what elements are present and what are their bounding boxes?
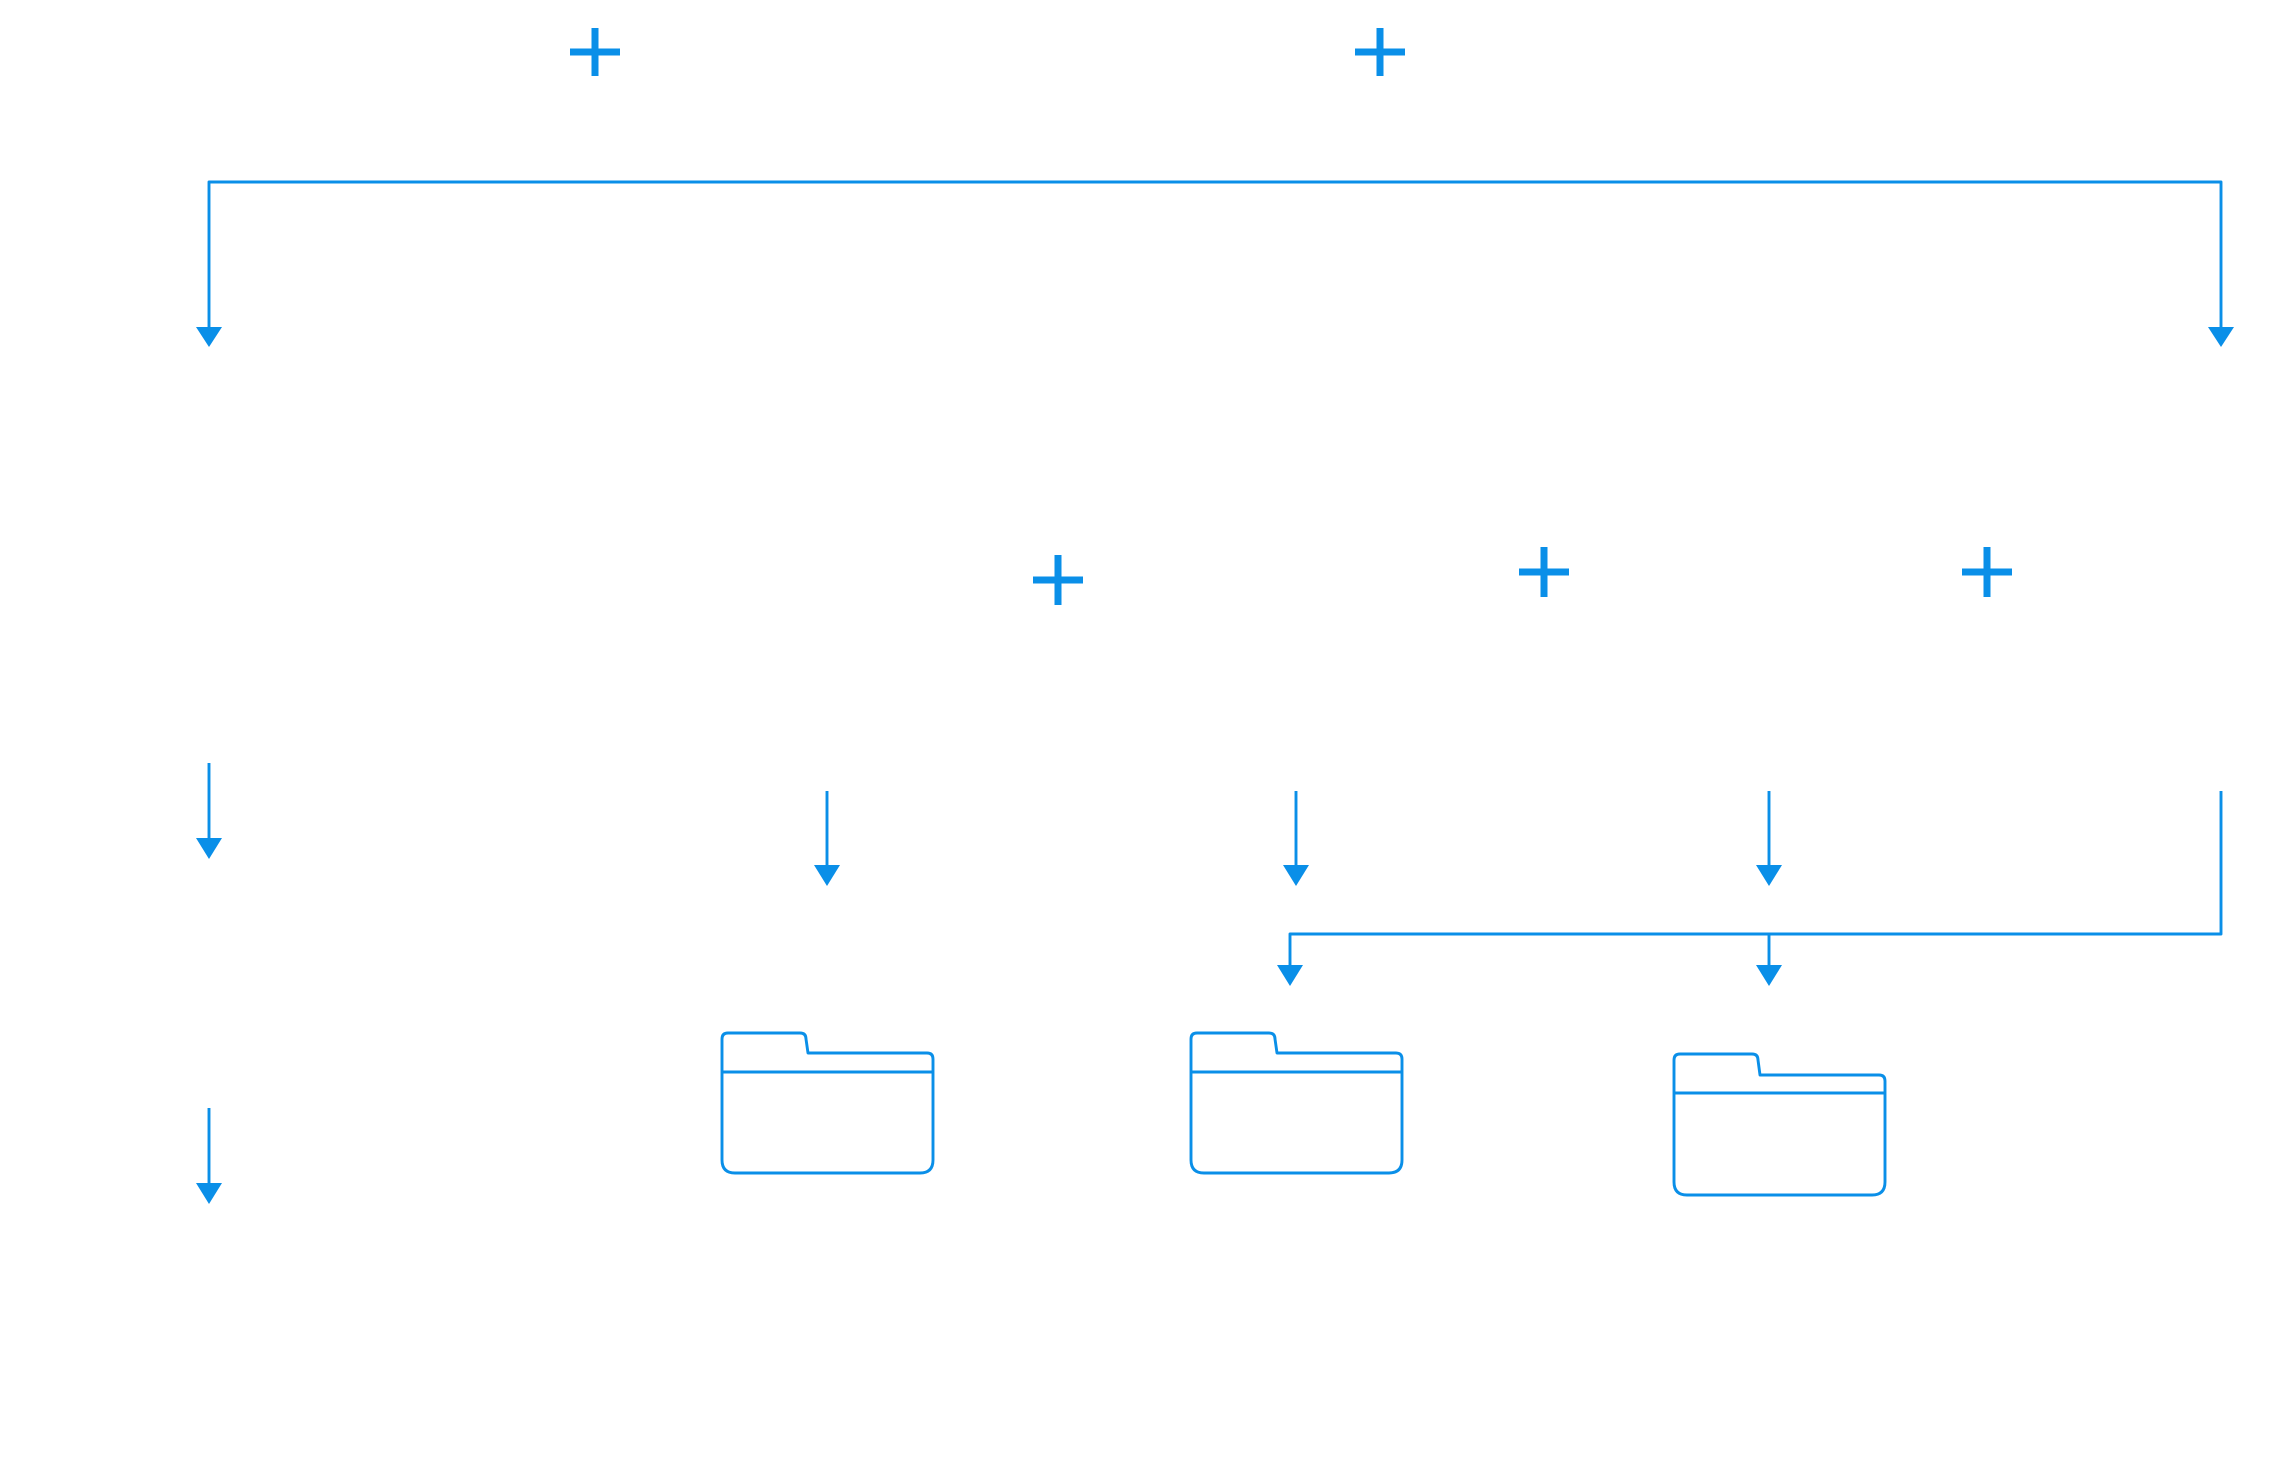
arrow-head-col-3 bbox=[1283, 865, 1309, 886]
add-button-3[interactable] bbox=[1033, 555, 1083, 605]
arrow-head-left-lower bbox=[196, 1183, 222, 1204]
plus-icon bbox=[1033, 555, 1083, 605]
arrow-head-top-left bbox=[196, 327, 222, 347]
arrow-head-top-right bbox=[2208, 327, 2234, 347]
merge-bracket-connector bbox=[1288, 791, 2223, 970]
add-button-5[interactable] bbox=[1962, 547, 2012, 597]
folder-1[interactable] bbox=[720, 1031, 935, 1175]
add-button-4[interactable] bbox=[1519, 547, 1569, 597]
plus-icon bbox=[1962, 547, 2012, 597]
arrow-head-col-2 bbox=[814, 865, 840, 886]
plus-icon bbox=[570, 28, 620, 76]
folder-icon bbox=[1189, 1031, 1404, 1175]
plus-icon bbox=[1519, 547, 1569, 597]
plus-icon bbox=[1355, 28, 1405, 76]
top-bracket-connector bbox=[207, 180, 2223, 334]
folder-icon bbox=[720, 1031, 935, 1175]
add-button-2[interactable] bbox=[1355, 28, 1405, 76]
arrow-head-col-4 bbox=[1756, 865, 1782, 886]
folder-icon bbox=[1672, 1052, 1887, 1197]
folder-3[interactable] bbox=[1672, 1052, 1887, 1197]
arrow-head-merge-left bbox=[1277, 965, 1303, 986]
arrow-head-left-upper bbox=[196, 838, 222, 859]
add-button-1[interactable] bbox=[570, 28, 620, 76]
arrow-head-merge-right bbox=[1756, 965, 1782, 986]
folder-2[interactable] bbox=[1189, 1031, 1404, 1175]
